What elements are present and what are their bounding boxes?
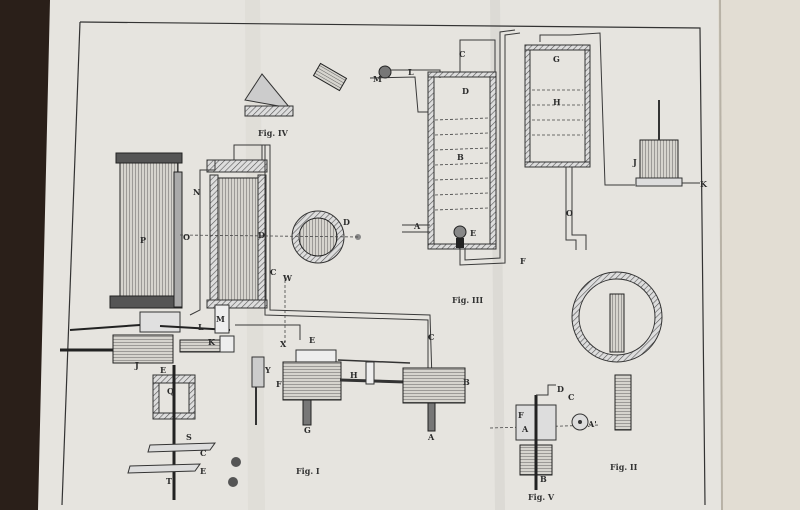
figure-label: F bbox=[520, 256, 526, 266]
figure-label: A' bbox=[587, 419, 597, 429]
figure-label: O bbox=[566, 208, 573, 218]
figure-label: D bbox=[462, 86, 469, 96]
figure-label: H bbox=[350, 370, 358, 380]
right-page-edge bbox=[718, 0, 800, 510]
figure-label: L bbox=[198, 322, 204, 332]
figure-label: C bbox=[200, 448, 206, 458]
figure-label: K bbox=[700, 179, 708, 189]
figure-label: M bbox=[373, 74, 382, 84]
figure-label: N bbox=[193, 187, 200, 197]
figure-label: C bbox=[459, 49, 465, 59]
figure-label: A bbox=[427, 432, 435, 442]
figure-3: Fig. III C D B A E F M L bbox=[369, 29, 526, 305]
figure-label: B bbox=[540, 474, 547, 484]
figure-2: Fig. II G H J K O bbox=[524, 32, 708, 472]
figure-label: E bbox=[470, 228, 476, 238]
figure-label: B bbox=[463, 377, 470, 387]
figure-label: D bbox=[343, 217, 350, 227]
caption-fig1: Fig. I bbox=[296, 466, 320, 476]
figure-label: L bbox=[408, 67, 414, 77]
caption-fig4: Fig. IV bbox=[258, 128, 289, 138]
figure-label: C bbox=[428, 332, 434, 342]
figure-label: B bbox=[457, 152, 464, 162]
caption-fig2: Fig. II bbox=[610, 462, 638, 472]
figure-label: C bbox=[270, 267, 276, 277]
figure-label: W bbox=[282, 273, 293, 283]
figure-label: E bbox=[309, 335, 315, 345]
figure-label: F bbox=[276, 379, 282, 389]
figure-label: O bbox=[183, 232, 190, 242]
figure-label: C bbox=[568, 392, 574, 402]
figure-label: H bbox=[553, 97, 561, 107]
figure-label: Q bbox=[167, 386, 174, 396]
caption-fig3: Fig. III bbox=[452, 295, 483, 305]
figure-1: Fig. I bbox=[60, 144, 466, 500]
figure-label: S bbox=[186, 432, 192, 442]
caption-fig5: Fig. V bbox=[528, 492, 555, 502]
figure-label: A bbox=[413, 221, 421, 231]
figure-5: Fig. V D C F A B A' bbox=[489, 384, 601, 502]
figure-label: J bbox=[134, 360, 139, 370]
figure-label: Y bbox=[264, 365, 271, 375]
figure-label: E bbox=[160, 365, 166, 375]
plate-border bbox=[79, 21, 706, 506]
figure-label: A bbox=[521, 424, 529, 434]
figure-label: D bbox=[258, 230, 265, 240]
figure-label: J bbox=[632, 157, 637, 167]
figure-label: G bbox=[553, 54, 560, 64]
figure-label: T bbox=[166, 476, 172, 486]
figure-1-labels: P O N D D C C W X L K M J E Q S C E T Y … bbox=[134, 187, 470, 486]
figure-label: K bbox=[208, 337, 216, 347]
left-page bbox=[38, 0, 790, 510]
figure-label: P bbox=[140, 235, 146, 245]
figure-label: M bbox=[216, 314, 225, 324]
figure-label: G bbox=[304, 425, 311, 435]
figure-label: E bbox=[200, 466, 206, 476]
figure-label: F bbox=[518, 410, 524, 420]
figure-4: Fig. IV bbox=[244, 62, 348, 138]
figure-label: X bbox=[280, 339, 287, 349]
figure-label: D bbox=[557, 384, 564, 394]
